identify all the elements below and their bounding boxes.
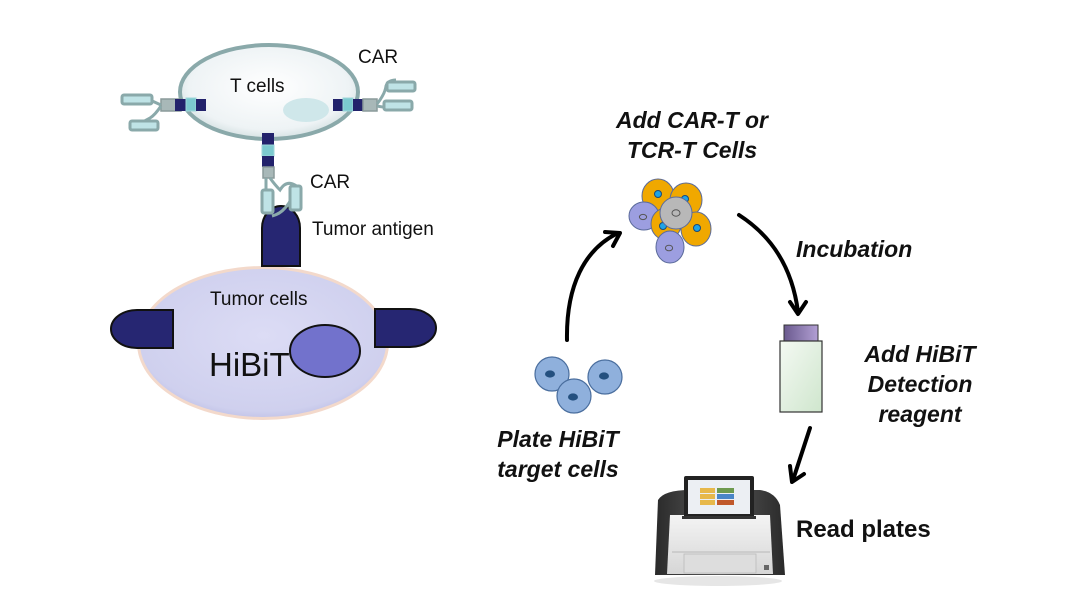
step-plate-line1: Plate HiBiT <box>497 426 619 452</box>
hibit-nucleus <box>289 324 361 378</box>
tumor-antigen-right-icon <box>374 308 437 348</box>
step-add-reagent-line1: Add HiBiT <box>864 341 976 367</box>
step-add-reagent-label: Add HiBiT Detection reagent <box>860 339 980 429</box>
plate-reader-icon <box>654 476 785 586</box>
t-cell-label: T cells <box>230 76 285 97</box>
arrow-plate-to-effector-icon <box>564 230 622 342</box>
step-read-label: Read plates <box>796 516 931 543</box>
arrow-reagent-to-reader-icon <box>788 426 812 484</box>
hibit-label: HiBiT <box>209 346 290 383</box>
arrow-incubation-icon <box>737 213 808 316</box>
tumor-antigen-label: Tumor antigen <box>312 219 434 240</box>
reagent-bottle-icon <box>779 324 823 413</box>
step-add-effector-line2: TCR-T Cells <box>626 137 758 163</box>
tumor-cell-label: Tumor cells <box>210 289 308 310</box>
car-label-bottom: CAR <box>310 172 351 193</box>
step-add-reagent-line2: Detection <box>867 371 973 397</box>
step-add-effector-label: Add CAR-T or TCR-T Cells <box>584 105 800 165</box>
step-add-effector-line1: Add CAR-T or <box>615 107 769 133</box>
tumor-antigen-left-icon <box>110 309 174 349</box>
car-label-top: CAR <box>358 47 399 68</box>
effector-cell-cluster-icon <box>628 178 712 264</box>
car-receptor-bound-icon <box>260 133 303 218</box>
step-incubation-label: Incubation <box>796 236 913 262</box>
step-plate-line2: target cells <box>497 456 619 482</box>
car-receptor-left-icon <box>120 93 206 132</box>
tumor-antigen-top-icon <box>261 205 301 267</box>
step-add-reagent-line3: reagent <box>878 401 962 427</box>
car-receptor-right-icon <box>333 78 417 112</box>
hibit-target-cells-icon <box>534 356 623 414</box>
tumor-cell <box>137 266 389 420</box>
step-plate-label: Plate HiBiT target cells <box>473 424 643 484</box>
